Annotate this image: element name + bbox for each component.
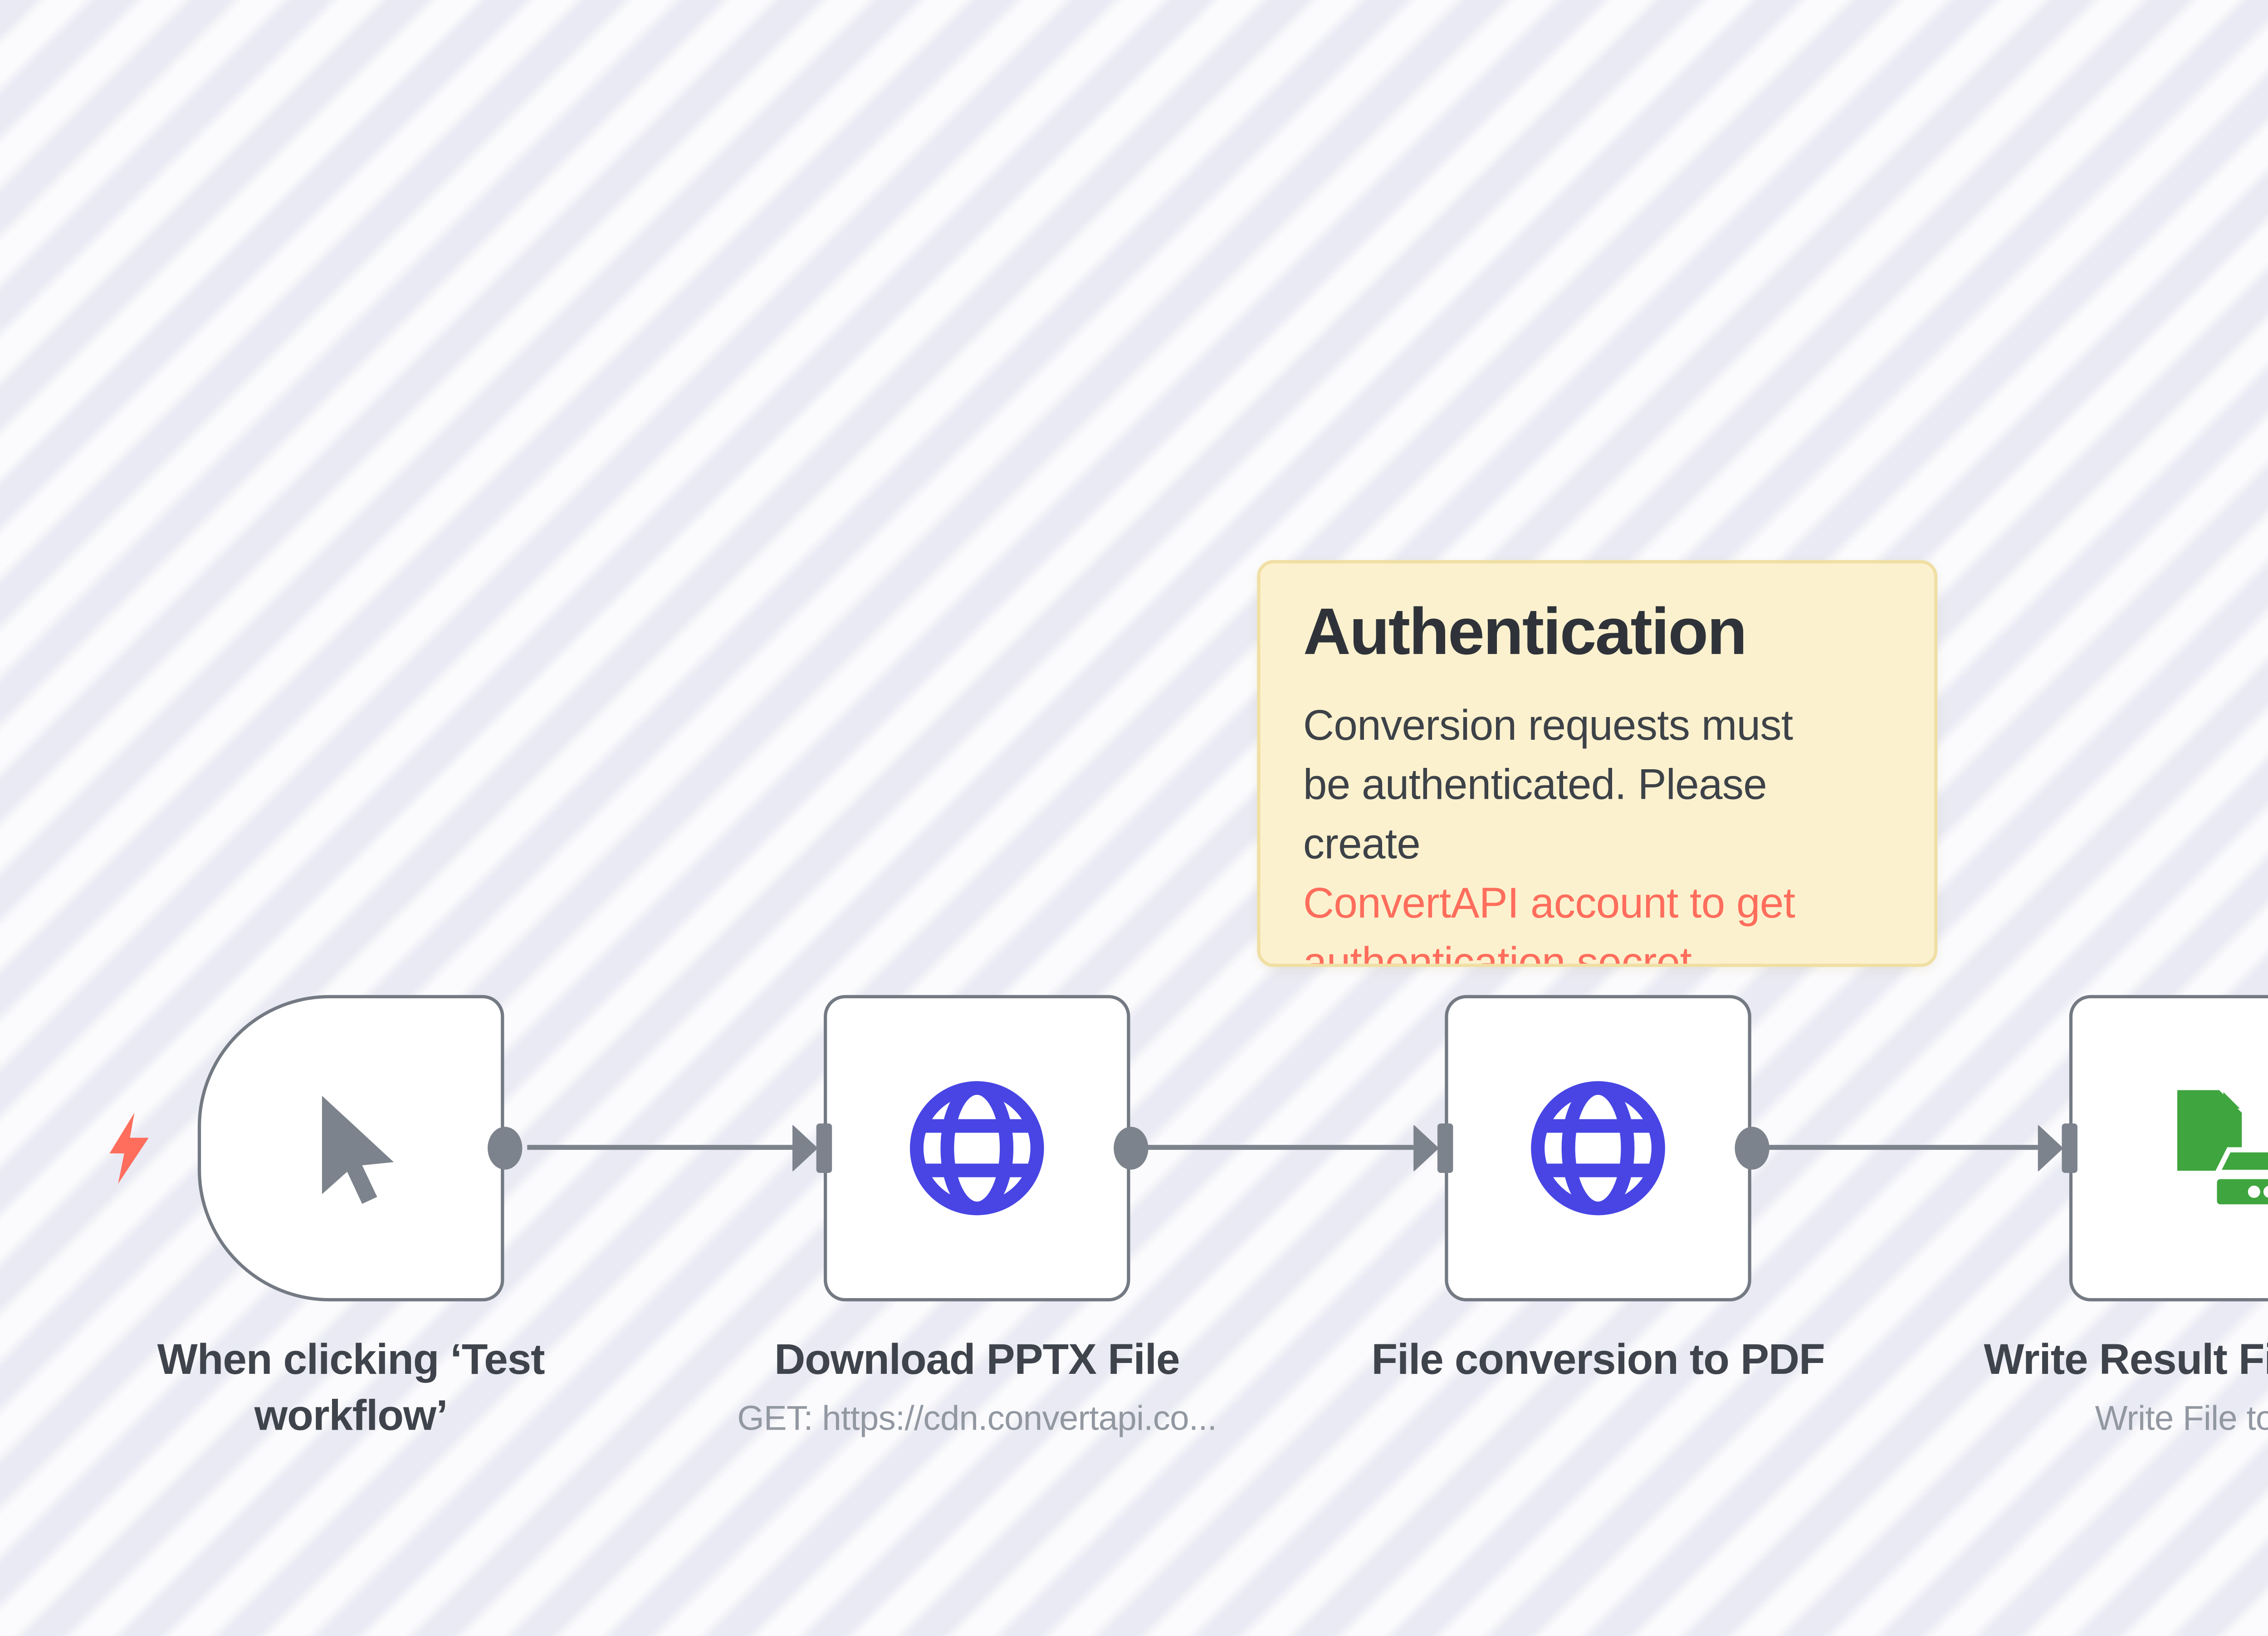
node-input-port[interactable]	[1413, 1120, 1456, 1176]
lightning-bolt-icon	[109, 1113, 149, 1184]
node-input-port[interactable]	[2038, 1120, 2081, 1176]
globe-icon	[909, 1081, 1044, 1216]
node-label: Write Result File to Disk	[1984, 1334, 2268, 1384]
node-file-conversion-to-pdf[interactable]	[1445, 995, 1751, 1302]
node-output-port[interactable]	[488, 1127, 523, 1170]
node-subtitle: Write File to Disk	[2095, 1400, 2268, 1438]
connection-wire[interactable]	[527, 1145, 792, 1151]
sticky-note-title: Authentication	[1303, 596, 1747, 669]
node-output-port[interactable]	[1114, 1127, 1149, 1170]
connection-wire[interactable]	[1768, 1145, 2038, 1151]
node-subtitle: GET: https://cdn.convertapi.co...	[737, 1400, 1217, 1438]
globe-icon	[1531, 1081, 1665, 1216]
node-write-result-file-to-disk[interactable]	[2069, 995, 2268, 1302]
file-disk-icon	[2177, 1085, 2268, 1210]
sticky-note-body: Conversion requests must be authenticate…	[1303, 700, 1793, 869]
node-download-pptx-file[interactable]	[824, 995, 1130, 1302]
node-output-port[interactable]	[1735, 1127, 1769, 1170]
node-label: Download PPTX File	[774, 1334, 1180, 1384]
sticky-note-link[interactable]: ConvertAPI account to get authentication…	[1303, 878, 1795, 967]
node-input-port[interactable]	[792, 1120, 835, 1176]
node-label: File conversion to PDF	[1371, 1334, 1825, 1384]
sticky-note[interactable]: Authentication Conversion requests must …	[1257, 560, 1938, 967]
cursor-icon	[322, 1095, 394, 1204]
node-manual-trigger[interactable]	[197, 995, 504, 1302]
node-label: When clicking ‘Test workflow’	[157, 1334, 545, 1440]
connection-wire[interactable]	[1146, 1145, 1414, 1151]
